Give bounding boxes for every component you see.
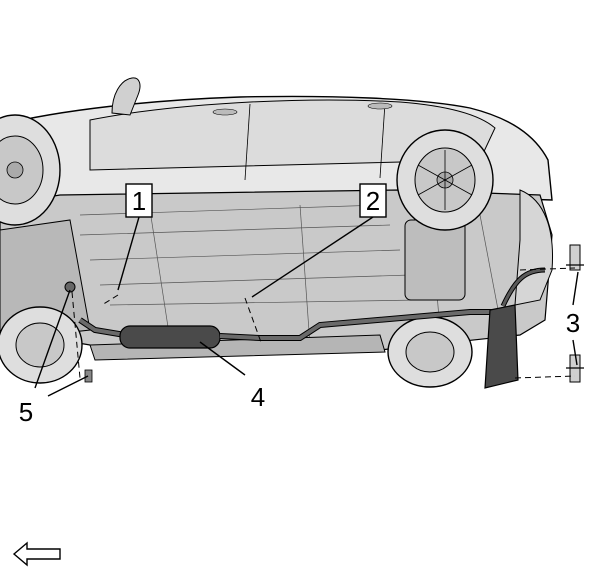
callout-5: 5 (19, 397, 33, 427)
front-left-wheel (0, 114, 61, 226)
leader-line-4 (199, 341, 246, 376)
callout-1: 1 (125, 183, 153, 218)
door-handle-front (212, 108, 238, 116)
callout-4: 4 (251, 382, 265, 412)
svg-text:3: 3 (566, 308, 580, 338)
svg-text:2: 2 (366, 186, 380, 216)
vehicle-underbody (0, 77, 554, 361)
hanger-bracket-upper (566, 244, 584, 271)
fuel-tank (404, 219, 466, 301)
rear-right-wheel (387, 316, 473, 388)
side-mirror (111, 77, 141, 116)
door-handle-rear (367, 102, 393, 110)
vehicle-roof (89, 99, 496, 171)
leader-line-5b (47, 375, 89, 397)
svg-text:1: 1 (132, 186, 146, 216)
leader-lines (34, 216, 579, 397)
callout-2: 2 (359, 183, 387, 218)
leader-line-5a (34, 289, 71, 389)
hanger-bracket-lower (566, 354, 584, 383)
rear-muffler (484, 304, 519, 389)
rear-left-wheel (396, 129, 494, 231)
alignment-lines (71, 267, 576, 379)
svg-text:5: 5 (19, 397, 33, 427)
intermediate-muffler (119, 325, 221, 349)
exhaust-system (78, 267, 546, 389)
front-hanger-stud (64, 281, 93, 383)
leader-line-3a (572, 271, 579, 306)
leader-line-2 (251, 216, 374, 298)
svg-text:4: 4 (251, 382, 265, 412)
leader-line-3b (572, 339, 578, 366)
callout-3: 3 (566, 308, 580, 338)
leader-line-1 (117, 216, 140, 291)
door-line-1 (244, 103, 251, 181)
left-arrow-icon (12, 541, 61, 567)
door-line-2 (379, 102, 386, 179)
front-right-wheel (0, 306, 83, 384)
